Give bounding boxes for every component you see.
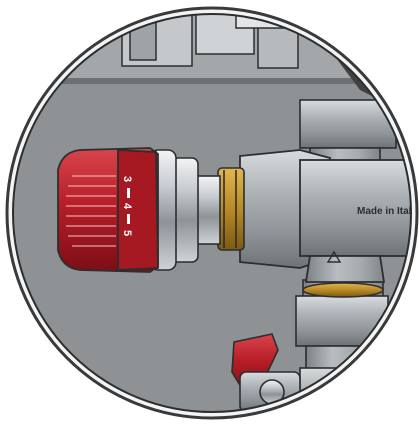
thermostatic-knob — [57, 147, 159, 273]
upper-panel-edge — [13, 78, 411, 84]
brass-nut — [217, 167, 245, 251]
knob-scale: 3 4 5 — [121, 176, 133, 236]
vertical-gasket — [302, 282, 384, 298]
made-in-italy-label: Made in Ital — [357, 206, 412, 217]
knob-mark-3: 3 — [121, 176, 133, 182]
valve-body — [239, 149, 411, 283]
knob-ridges — [66, 175, 116, 247]
knob-mark-5: 5 — [121, 230, 133, 236]
lens-outline — [12, 13, 412, 413]
flow-arrow-mark — [326, 250, 342, 263]
knob-mark-4: 4 — [121, 203, 133, 210]
